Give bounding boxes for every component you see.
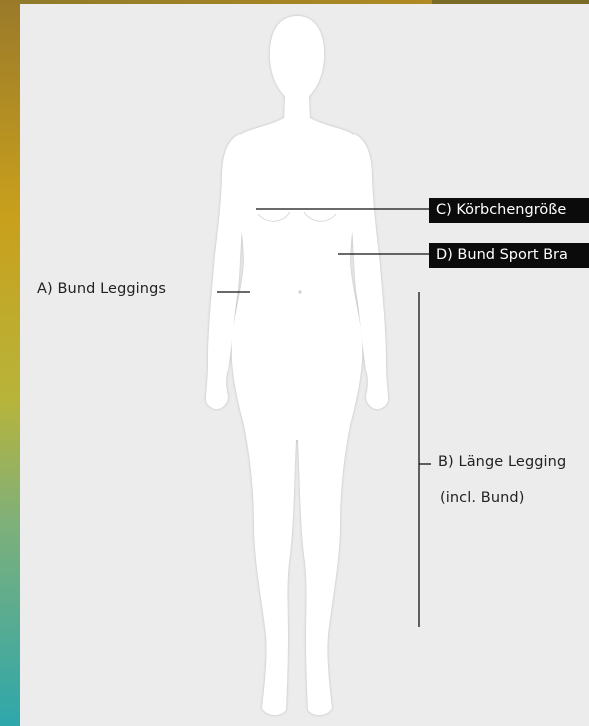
label-b-laenge-legging: B) Länge Legging	[438, 454, 566, 470]
tag-d-bund-sport-bra: D) Bund Sport Bra	[429, 243, 589, 268]
torso-legs-shape	[229, 118, 364, 715]
body-silhouette	[206, 16, 388, 715]
label-b-incl-bund: (incl. Bund)	[440, 490, 524, 506]
head-shape	[270, 16, 324, 105]
navel-dot	[298, 290, 301, 293]
label-a-bund-leggings: A) Bund Leggings	[37, 281, 166, 297]
tag-c-koerbchengroesse: C) Körbchengröße	[429, 198, 589, 223]
